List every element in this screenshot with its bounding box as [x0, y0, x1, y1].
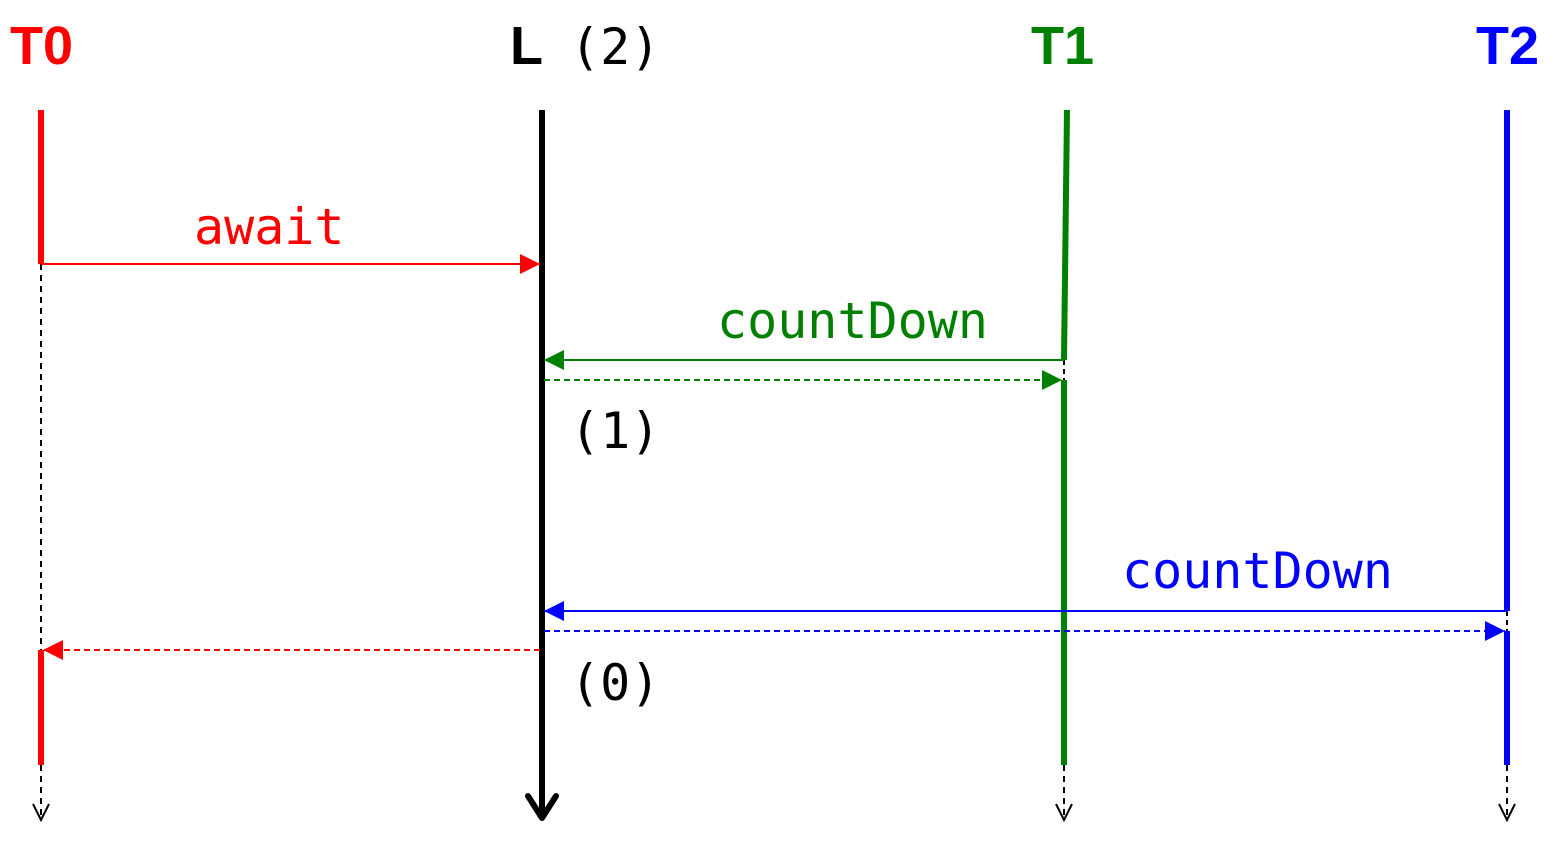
lane-header-t1: T1: [1031, 16, 1094, 76]
t2-continuation-arrow-icon: [1498, 803, 1516, 823]
countdown-t2-label: countDown: [1122, 542, 1393, 600]
lifeline-t1: [1055, 109, 1073, 823]
latch-arrow-icon: [525, 793, 559, 821]
countdown-t1-label: countDown: [717, 292, 988, 350]
latch-count-after-t2: (0): [570, 654, 660, 712]
latch-initial-count: (2): [570, 18, 660, 76]
lifeline-latch: [525, 110, 559, 821]
lifeline-t2: [1498, 110, 1516, 823]
t1-active-segment: [1061, 109, 1070, 361]
await-label: await: [194, 198, 345, 256]
lane-header-t2: T2: [1476, 16, 1539, 76]
lane-header-latch: L: [510, 16, 543, 76]
lane-header-t0: T0: [10, 16, 73, 76]
t1-continuation-arrow-icon: [1055, 803, 1073, 823]
t0-continuation-arrow-icon: [32, 803, 50, 823]
lifeline-t0: [32, 110, 50, 823]
latch-count-after-t1: (1): [570, 402, 660, 460]
